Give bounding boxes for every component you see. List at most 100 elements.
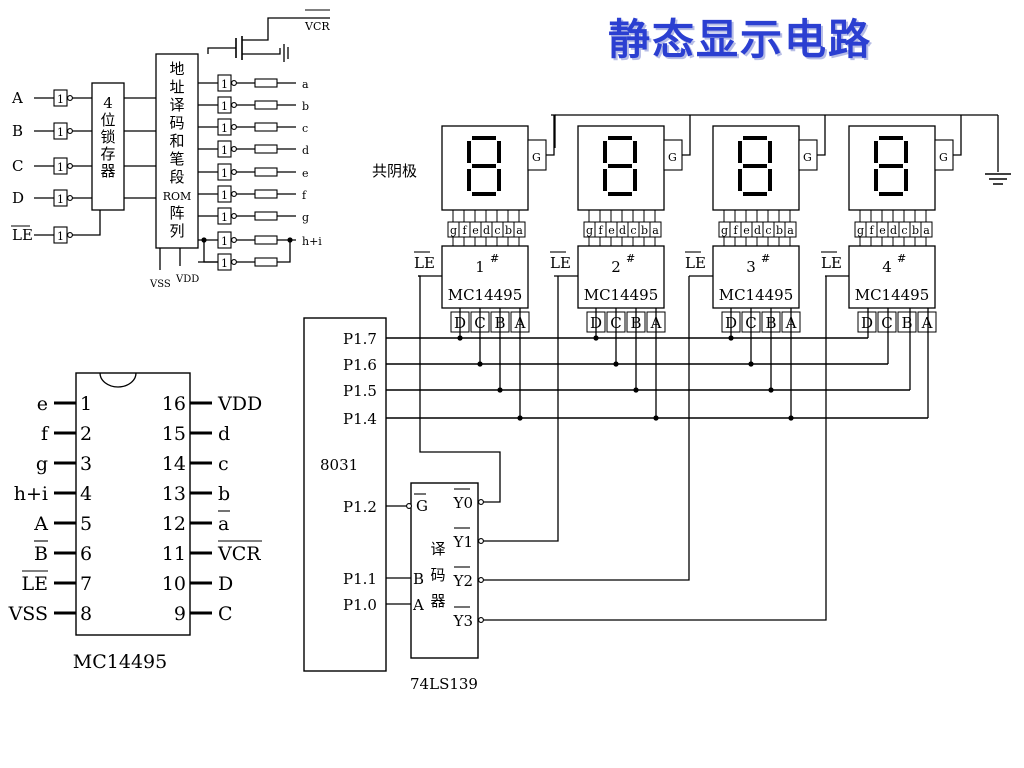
output-resistor bbox=[254, 100, 278, 110]
inverter-bubble bbox=[67, 163, 73, 169]
output-inverter-bubble bbox=[231, 146, 237, 152]
mcu-port-P1-2: P1.2 bbox=[343, 498, 377, 516]
rom-label-char: 列 bbox=[169, 222, 184, 240]
y3-to-le4-wire bbox=[483, 276, 827, 621]
chip-input-cell bbox=[877, 311, 897, 333]
le-label: LE bbox=[414, 254, 435, 272]
mcu-port-P1-7: P1.7 bbox=[343, 330, 377, 348]
rom-label-char: 译 bbox=[169, 96, 184, 114]
output-resistor bbox=[254, 211, 278, 221]
chip-name: MC14495 bbox=[584, 286, 659, 304]
vdd-label: VDD bbox=[175, 274, 199, 285]
mcu-8031-body bbox=[303, 317, 387, 672]
inverter-bubble bbox=[67, 195, 73, 201]
latch-label-char: 锁 bbox=[100, 128, 115, 146]
mcu-name: 8031 bbox=[320, 456, 358, 474]
latch-label-char: 存 bbox=[100, 145, 115, 163]
decoder-output-y2: Y2 bbox=[453, 572, 473, 590]
output-label-f: f bbox=[302, 189, 307, 202]
segment-pin-cell bbox=[649, 221, 662, 238]
rom-label-char: 码 bbox=[169, 114, 184, 132]
output-inverter-label: 1 bbox=[221, 100, 228, 113]
inverter-gate bbox=[53, 89, 68, 107]
segment-pin-cell bbox=[784, 221, 797, 238]
rom-label-char: 阵 bbox=[169, 204, 184, 222]
input-label-c: C bbox=[12, 157, 23, 175]
segment-pin-label: f bbox=[869, 224, 874, 237]
output-inverter-bubble bbox=[231, 191, 237, 197]
pin-name-h+i: h+i bbox=[14, 483, 48, 505]
rom-array-box bbox=[155, 53, 199, 249]
output-label-b: b bbox=[302, 100, 309, 113]
pin-number-left: 4 bbox=[80, 483, 92, 505]
pin-number-left: 3 bbox=[80, 453, 92, 475]
segment-pin-label: b bbox=[912, 224, 919, 237]
output-resistor bbox=[254, 144, 278, 154]
pin-name-b: b bbox=[218, 483, 230, 505]
output-label-d: d bbox=[302, 144, 309, 157]
pin-name-d: D bbox=[218, 573, 233, 595]
segment-pin-label: b bbox=[505, 224, 512, 237]
latch-label-char: 器 bbox=[100, 162, 115, 180]
chip-input-cell bbox=[897, 311, 917, 333]
chip-number-mark: # bbox=[490, 252, 499, 265]
g-to-ground-wire bbox=[682, 115, 691, 156]
segment-pin-label: a bbox=[652, 224, 659, 237]
decoder-output-y0: Y0 bbox=[453, 494, 473, 512]
segment-pin-label: a bbox=[787, 224, 794, 237]
pin-name-g: g bbox=[36, 453, 48, 475]
output-resistor bbox=[254, 167, 278, 177]
segment-pin-label: e bbox=[472, 224, 479, 237]
output-inverter-label: 1 bbox=[221, 144, 228, 157]
chip-name: MC14495 bbox=[855, 286, 930, 304]
chip-number-mark: # bbox=[761, 252, 770, 265]
transistor-drain-wire bbox=[242, 48, 281, 55]
segment-pin-label: b bbox=[776, 224, 783, 237]
output-label-a: a bbox=[302, 78, 309, 91]
segment-pin-label: f bbox=[462, 224, 467, 237]
inverter-label: 1 bbox=[57, 126, 64, 139]
latch-box bbox=[91, 82, 125, 211]
input-label-b: B bbox=[12, 122, 23, 140]
mc14495-chip bbox=[848, 245, 936, 309]
output-inverter-bubble bbox=[231, 213, 237, 219]
output-inverter bbox=[217, 163, 232, 181]
segment-pin-label: g bbox=[450, 224, 457, 237]
inverter-gate bbox=[53, 189, 68, 207]
output-bubble bbox=[478, 499, 484, 505]
segment-pin-label: g bbox=[721, 224, 728, 237]
segment-pin-label: c bbox=[494, 224, 500, 237]
le-to-latch-wire bbox=[72, 210, 101, 236]
decoder-input-g: G bbox=[416, 497, 428, 515]
chip-input-label: B bbox=[901, 314, 912, 332]
pinout-chip-body bbox=[75, 372, 191, 636]
output-label-c: c bbox=[302, 122, 308, 135]
pin-name-a: A bbox=[33, 513, 48, 535]
pin-name-e: e bbox=[37, 393, 48, 415]
inverter-bubble bbox=[67, 95, 73, 101]
le-label: LE bbox=[821, 254, 842, 272]
pin-number-right: 15 bbox=[162, 423, 186, 445]
pin-number-right: 12 bbox=[162, 513, 186, 535]
pin-name-d: d bbox=[218, 423, 230, 445]
output-inverter bbox=[217, 207, 232, 225]
segment-pin-label: b bbox=[641, 224, 648, 237]
output-resistor bbox=[254, 235, 278, 245]
pin-number-right: 13 bbox=[162, 483, 186, 505]
output-inverter-bubble bbox=[231, 102, 237, 108]
output-label-e: e bbox=[302, 167, 309, 180]
output-label-h+i: h+i bbox=[302, 235, 322, 248]
pin-name-vss: VSS bbox=[8, 603, 48, 625]
segment-pin-label: d bbox=[619, 224, 626, 237]
le-label: LE bbox=[685, 254, 706, 272]
rom-label-char: ROM bbox=[163, 190, 192, 203]
mcu-port-P1-0: P1.0 bbox=[343, 596, 377, 614]
output-inverter-bubble bbox=[231, 259, 237, 265]
output-inverter-label: 1 bbox=[221, 235, 228, 248]
y1-to-le2-wire bbox=[483, 276, 559, 542]
inverter-gate bbox=[53, 157, 68, 175]
pin-number-left: 8 bbox=[80, 603, 92, 625]
chip-number: 3 bbox=[746, 258, 756, 276]
pin-name-f: f bbox=[41, 423, 50, 445]
